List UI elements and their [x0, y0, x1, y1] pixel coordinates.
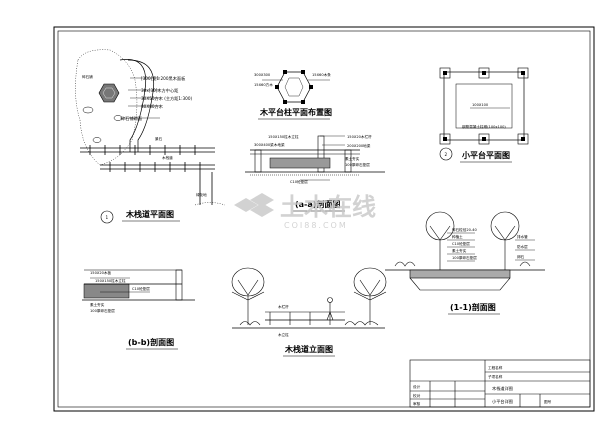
- section-bb-note-4: 素土夯实: [90, 302, 105, 307]
- elevation-note-2: 木立柱: [278, 332, 289, 337]
- plan-1-label-2: 景石: [155, 136, 163, 141]
- plan-2-title: 小平台平面图: [461, 150, 510, 160]
- plan-1-drawing: [75, 49, 226, 206]
- plan-1-note-3: 30X50方木 (主方距1:300): [141, 95, 192, 102]
- section-aa-title: (a-a)剖面图: [295, 199, 340, 209]
- section-11-note-6: 排水管: [517, 234, 528, 239]
- section-aa-note-4: 200X200地梁: [347, 143, 371, 148]
- watermark-url: COI88.COM: [284, 221, 348, 230]
- plan-2-note-2: 100X100: [472, 103, 489, 107]
- plan-1-title: 木栈道平面图: [125, 209, 174, 219]
- section-11-note-3: C10砼垫层: [452, 241, 470, 246]
- title-block: [409, 359, 591, 408]
- section-11-note-1: 碎石粒径20-40: [452, 227, 478, 232]
- title-block-cell-review: 审核: [413, 401, 421, 406]
- section-aa-note-1: 150X150柱木立柱: [268, 134, 299, 139]
- title-block-cell-no: 图号: [544, 399, 552, 404]
- watermark-text: 土木在线: [280, 193, 376, 221]
- watermark: 土木在线 COI88.COM: [234, 193, 376, 230]
- section-11-note-2: 种植土: [452, 234, 463, 239]
- section-11-title: (1-1)剖面图: [450, 302, 496, 312]
- section-bb-note-1: 150X20木板: [90, 270, 111, 275]
- outer-border: [53, 26, 595, 412]
- post-plan-drawing: [262, 70, 330, 104]
- plan-2-drawing: [439, 67, 529, 145]
- section-aa-note-6: 素土夯实: [345, 156, 360, 161]
- section-bb-note-5: 100厚碎石垫层: [90, 308, 115, 313]
- section-aa-note-7: 100厚碎石垫层: [345, 162, 370, 167]
- title-block-subitem: 子项名称: [488, 374, 503, 379]
- post-plan-title: 木平台柱平面布置图: [259, 107, 332, 117]
- section-11-note-7: 防水层: [517, 244, 528, 249]
- inner-border: [57, 30, 591, 408]
- section-aa-note-2: 300X400梁木地梁: [254, 142, 285, 147]
- plan-1-note-5: 碎石铺砌面: [121, 115, 142, 122]
- section-bb-drawing: [82, 269, 195, 301]
- title-block-cell-check: 校对: [413, 393, 421, 398]
- plan-2-note-1: 钢筋混凝土柱墩(100x100): [462, 124, 506, 129]
- plan-1-label-1: 碎石铺: [82, 74, 93, 79]
- section-11-note-4: 素土夯实: [452, 248, 467, 253]
- section-aa-drawing: [245, 135, 385, 181]
- plan-2-number-circle: [439, 147, 453, 161]
- plan-1-label-4: 绿化地: [196, 192, 207, 197]
- title-block-cell-design: 设计: [413, 384, 421, 389]
- plan-1-note-1: [300]宽1:200黑木面板: [141, 75, 186, 82]
- section-bb-note-2: 150X150柱木立柱: [95, 278, 126, 283]
- plan-1-label-3: 木栈道: [162, 155, 173, 160]
- post-plan-note-2: 15X60方木: [254, 82, 273, 87]
- post-plan-note-1: 300X300: [254, 73, 271, 77]
- title-block-drawing-name: 木栈道详图: [492, 385, 513, 392]
- elevation-note-1: 木栏杆: [278, 304, 289, 309]
- section-11-note-5: 100厚碎石垫层: [452, 255, 477, 260]
- section-11-drawing: [385, 211, 545, 291]
- section-aa-note-5: C10砼垫层: [290, 179, 308, 184]
- title-block-drawing-sub: 小平台详图: [492, 398, 513, 405]
- elevation-drawing: [231, 267, 387, 329]
- plan-1-note-4: 80X80方木: [141, 103, 164, 110]
- plan-1-number-circle: [100, 210, 114, 224]
- plan-2-number: 2: [445, 152, 448, 157]
- plan-1-note-2: 30x[30]木方中心距: [141, 87, 178, 94]
- post-plan-note-3: 15X60木条: [312, 72, 331, 77]
- section-bb-note-3: C10砼垫层: [132, 286, 150, 291]
- elevation-title: 木栈道立面图: [284, 344, 333, 354]
- title-block-project: 工程名称: [488, 365, 503, 370]
- section-aa-note-3: 150X20木栏杆: [347, 134, 372, 139]
- plan-1-number: 1: [106, 215, 109, 220]
- section-bb-title: (b-b)剖面图: [128, 337, 174, 347]
- section-11-note-8: 卵石: [517, 254, 525, 259]
